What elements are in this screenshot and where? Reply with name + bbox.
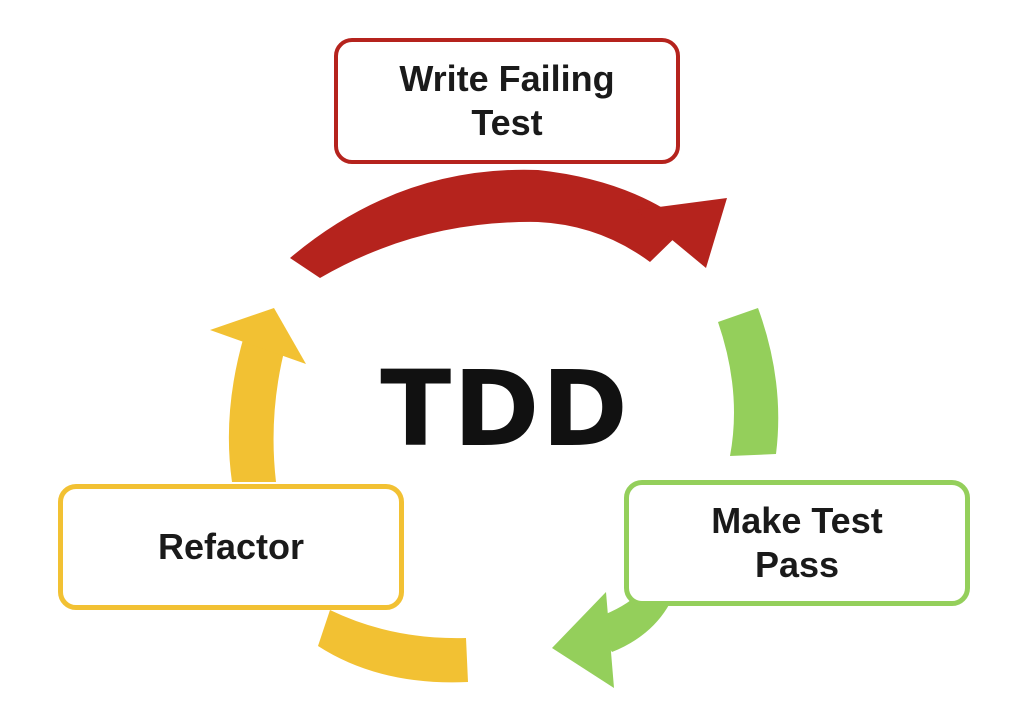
- make-test-pass-line2: Pass: [754, 544, 840, 585]
- refactor-box: Refactor: [58, 484, 404, 610]
- write-failing-test-line2: Test: [471, 102, 543, 143]
- yellow-arrow-body: [228, 336, 286, 482]
- yellow-arrow-tail: [318, 610, 468, 683]
- red-arrowhead: [636, 198, 727, 268]
- green-cycle-arrow: [552, 308, 779, 688]
- red-arrow-body: [290, 169, 688, 278]
- green-arrowhead: [552, 592, 614, 688]
- tdd-title: TDD: [380, 348, 630, 470]
- yellow-cycle-arrow: [210, 308, 468, 683]
- make-test-pass-line1: Make Test: [711, 500, 883, 542]
- write-failing-test-box: Write Failing Test: [334, 38, 680, 164]
- refactor-label: Refactor: [157, 526, 305, 568]
- green-arrow-body: [718, 308, 779, 456]
- green-arrow-tail: [590, 596, 670, 652]
- write-failing-test-line1: Write Failing: [399, 58, 615, 100]
- yellow-arrowhead: [210, 308, 306, 364]
- make-test-pass-box: Make Test Pass: [624, 480, 970, 606]
- red-cycle-arrow: [290, 169, 727, 278]
